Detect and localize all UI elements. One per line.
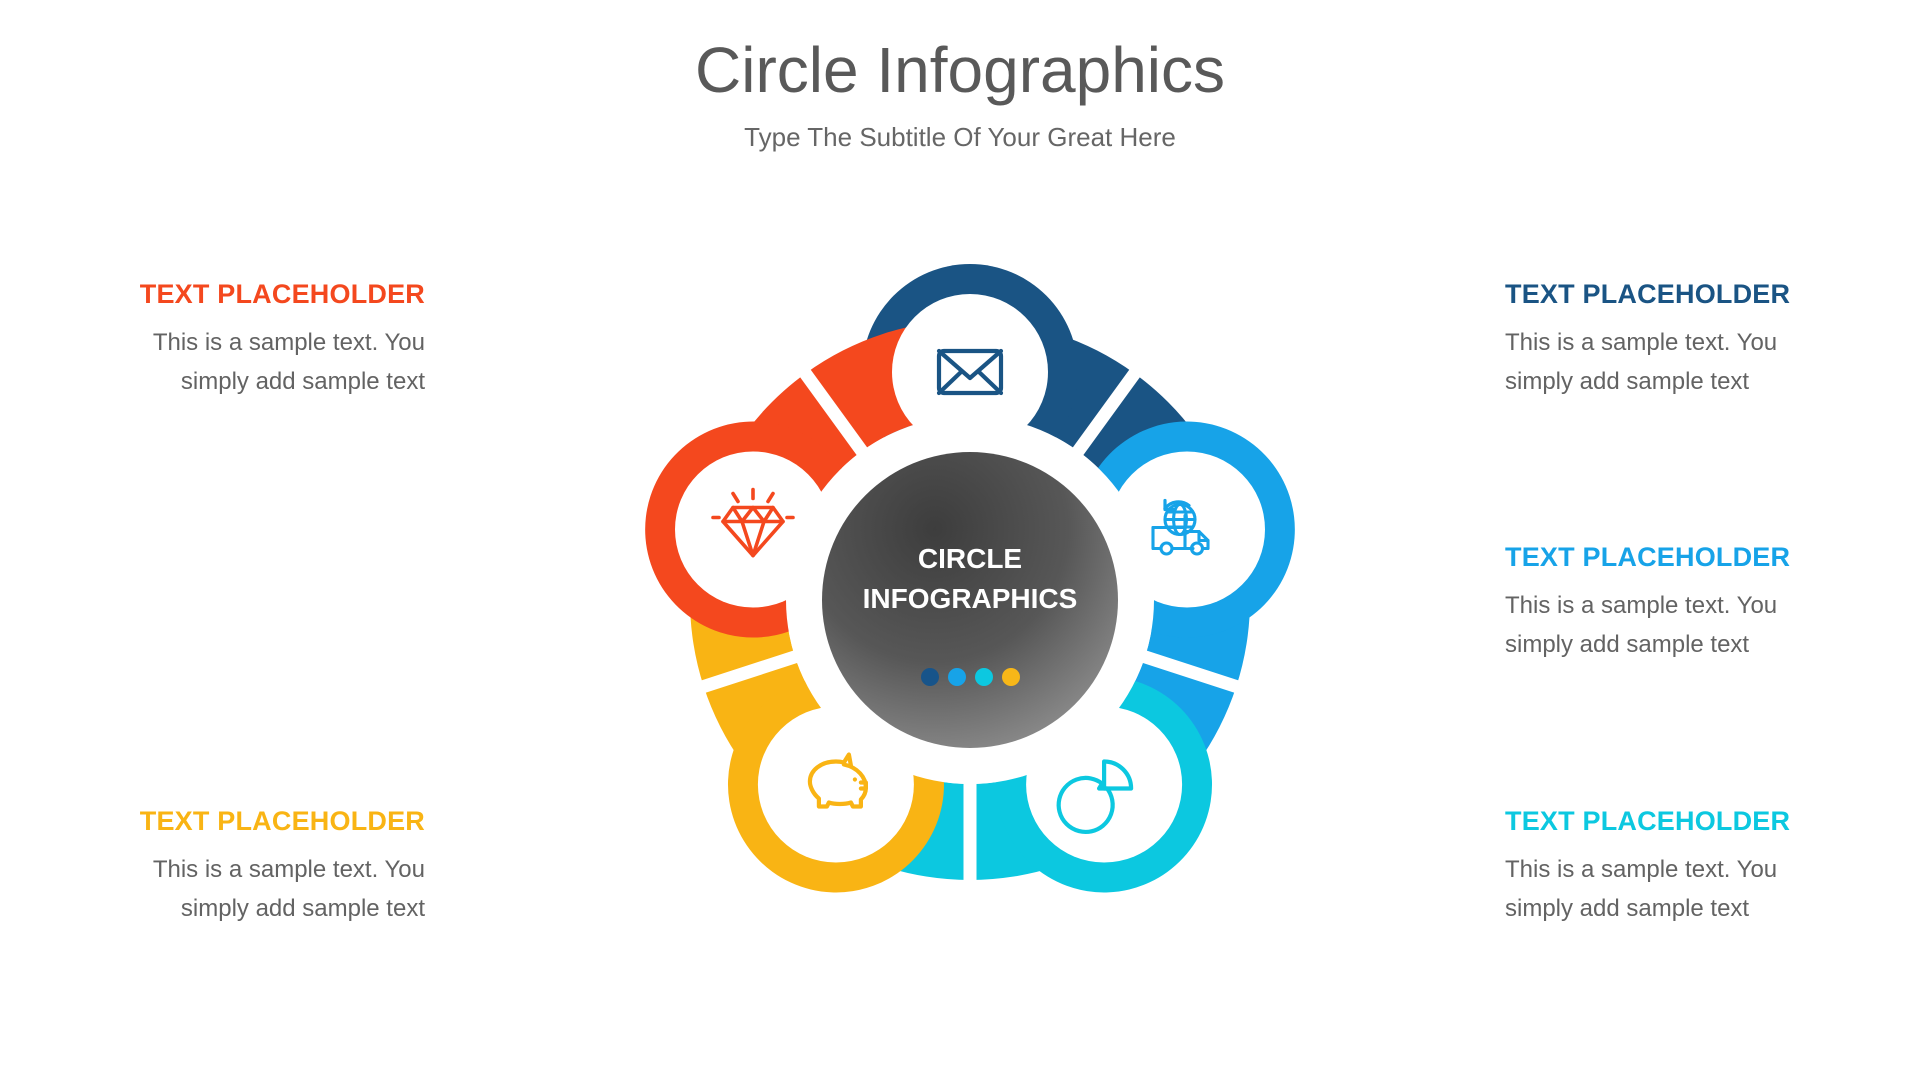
- center-dots: [921, 668, 1020, 686]
- text-block-delivery-body: This is a sample text. You simply add sa…: [1505, 592, 1778, 659]
- text-block-analytics-body: This is a sample text. You simply add sa…: [1505, 856, 1778, 923]
- text-block-quality[interactable]: TEXT PLACEHOLDER This is a sample text. …: [95, 278, 425, 402]
- text-block-analytics-title: TEXT PLACEHOLDER: [1505, 806, 1791, 836]
- page-title: Circle Infographics: [695, 34, 1225, 106]
- dot-navy: [921, 668, 939, 686]
- slide-header: Circle Infographics Type The Subtitle Of…: [0, 0, 1920, 153]
- dot-blue: [948, 668, 966, 686]
- text-block-mail[interactable]: TEXT PLACEHOLDER This is a sample text. …: [1505, 278, 1835, 402]
- envelope-icon: [936, 348, 1004, 396]
- piggy-bank-icon: [807, 752, 868, 809]
- icon-circle-mail[interactable]: [892, 294, 1048, 450]
- icon-circle-delivery[interactable]: [1109, 451, 1265, 608]
- text-block-mail-title: TEXT PLACEHOLDER: [1505, 279, 1791, 309]
- text-block-quality-body: This is a sample text. You simply add sa…: [152, 329, 425, 396]
- center-circle[interactable]: [822, 452, 1118, 748]
- text-block-savings-body: This is a sample text. You simply add sa…: [152, 856, 425, 923]
- text-block-savings[interactable]: TEXT PLACEHOLDER This is a sample text. …: [95, 805, 425, 929]
- diamond-icon: [711, 487, 795, 558]
- icon-circle-savings[interactable]: [757, 706, 914, 863]
- icon-circle-quality[interactable]: [675, 451, 831, 608]
- text-block-analytics[interactable]: TEXT PLACEHOLDER This is a sample text. …: [1505, 805, 1835, 929]
- text-block-delivery[interactable]: TEXT PLACEHOLDER This is a sample text. …: [1505, 541, 1835, 665]
- text-block-savings-title: TEXT PLACEHOLDER: [139, 806, 425, 836]
- text-block-quality-title: TEXT PLACEHOLDER: [139, 279, 425, 309]
- dot-cyan: [975, 668, 993, 686]
- dot-amber: [1002, 668, 1020, 686]
- center-label-line2: INFOGRAPHICS: [863, 583, 1078, 614]
- circle-infographic-diagram: CIRCLE INFOGRAPHICS: [560, 190, 1380, 1010]
- text-block-delivery-title: TEXT PLACEHOLDER: [1505, 542, 1791, 572]
- text-block-mail-body: This is a sample text. You simply add sa…: [1505, 329, 1778, 396]
- center-label-line1: CIRCLE: [918, 543, 1022, 574]
- pie-chart-icon: [1056, 759, 1134, 835]
- page-subtitle: Type The Subtitle Of Your Great Here: [744, 121, 1176, 152]
- delivery-truck-globe-icon: [1151, 498, 1210, 556]
